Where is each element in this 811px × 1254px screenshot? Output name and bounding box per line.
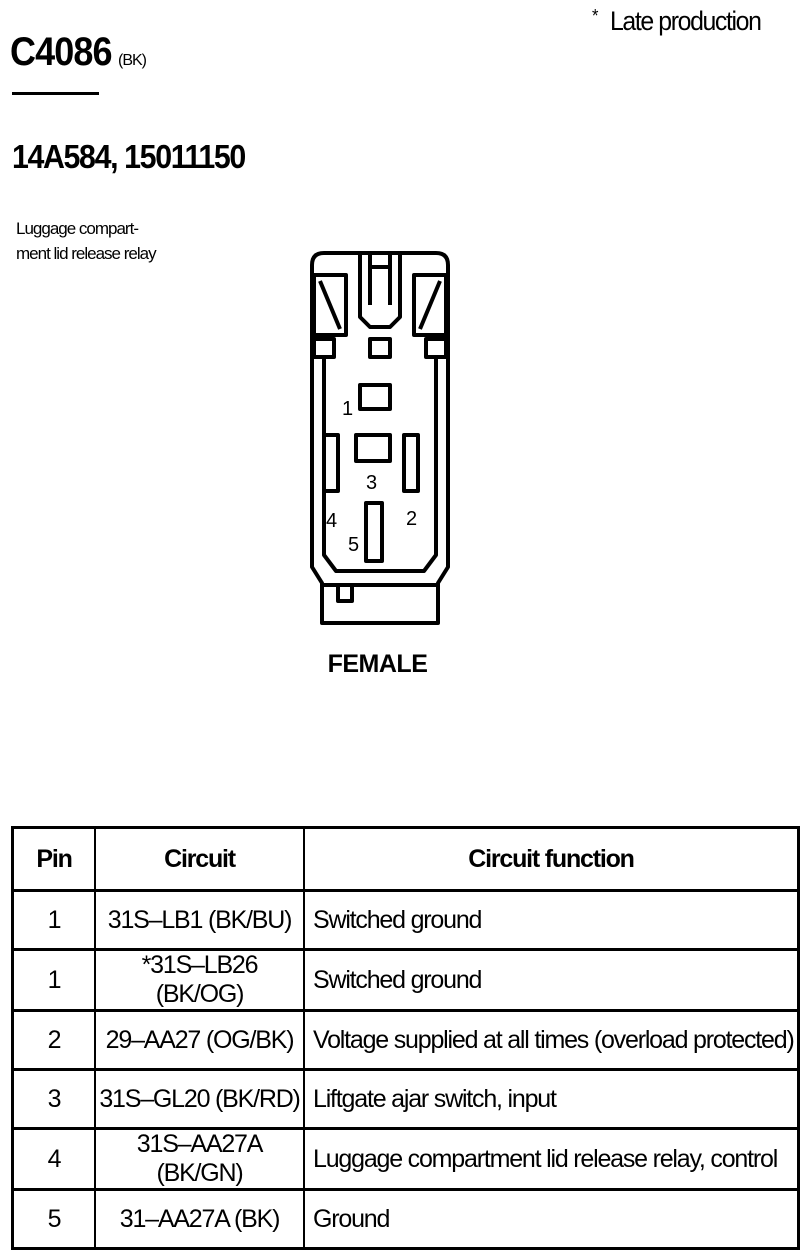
function-cell: Luggage compartment lid release relay, c… — [303, 1127, 800, 1191]
pin-cell: 3 — [11, 1068, 96, 1130]
function-cell: Switched ground — [303, 889, 800, 951]
connector-id: C4086 — [10, 30, 112, 74]
circuit-cell: 29–AA27 (OG/BK) — [94, 1009, 305, 1071]
table-row: 2 29–AA27 (OG/BK) Voltage supplied at al… — [11, 1009, 800, 1071]
terminal-cavity-5 — [364, 501, 384, 563]
function-cell: Ground — [303, 1188, 800, 1250]
circuit-cell: *31S–LB26 (BK/OG) — [94, 948, 305, 1012]
circuit-cell: 31–AA27A (BK) — [94, 1188, 305, 1250]
view-label-text: FEMALE — [327, 650, 428, 678]
pin-cell: 1 — [11, 889, 96, 951]
table-row: 1 31S–LB1 (BK/BU) Switched ground — [11, 889, 800, 951]
component-description: Luggage compart-ment lid release relay — [16, 219, 157, 263]
pin-label-2: 2 — [406, 508, 417, 530]
header-pin: Pin — [11, 826, 96, 892]
terminal-cavity-2 — [402, 433, 420, 493]
connector-right-lock — [412, 273, 448, 337]
terminal-cavity-3 — [354, 433, 392, 463]
table-row: 3 31S–GL20 (BK/RD) Liftgate ajar switch,… — [11, 1068, 800, 1130]
key-slot-right — [424, 337, 448, 359]
pin-cell: 4 — [11, 1127, 96, 1191]
note-marker: * — [592, 6, 598, 26]
view-label: FEMALE — [0, 650, 755, 679]
connector-latch — [358, 253, 402, 329]
note-text: Late production — [609, 6, 762, 36]
pin-cell: 2 — [11, 1009, 96, 1071]
connector-left-lock — [312, 273, 348, 337]
circuit-cell: 31S–LB1 (BK/BU) — [94, 889, 305, 951]
pin-table-header: Pin Circuit Circuit function — [11, 826, 800, 892]
table-row: 5 31–AA27A (BK) Ground — [11, 1188, 800, 1250]
key-slot-left — [312, 337, 336, 359]
key-slot-center — [368, 337, 392, 359]
pin-label-5: 5 — [348, 534, 359, 556]
table-row: 1 *31S–LB26 (BK/OG) Switched ground — [11, 948, 800, 1012]
connector-bottom-lock — [322, 583, 438, 603]
pin-label-4: 4 — [326, 510, 337, 532]
terminal-cavity-4 — [322, 433, 340, 493]
function-cell: Voltage supplied at all times (overload … — [303, 1009, 800, 1071]
header-circuit-function: Circuit function — [303, 826, 800, 892]
pin-label-1: 1 — [342, 398, 353, 420]
part-numbers: 14A584, 15011150 — [12, 138, 246, 175]
circuit-cell: 31S–AA27A (BK/GN) — [94, 1127, 305, 1191]
circuit-cell: 31S–GL20 (BK/RD) — [94, 1068, 305, 1130]
production-note: * Late production — [592, 6, 762, 37]
header-circuit: Circuit — [94, 826, 305, 892]
connector-id-underline — [12, 92, 99, 95]
pin-table: Pin Circuit Circuit function 1 31S–LB1 (… — [11, 826, 800, 1250]
connector-color: (BK) — [118, 52, 147, 69]
function-cell: Liftgate ajar switch, input — [303, 1068, 800, 1130]
connector-inner-body — [322, 357, 438, 573]
pin-label-3: 3 — [366, 472, 377, 494]
function-cell: Switched ground — [303, 948, 800, 1012]
terminal-cavity-1 — [358, 383, 392, 411]
table-row: 4 31S–AA27A (BK/GN) Luggage compartment … — [11, 1127, 800, 1191]
connector-housing-outline — [310, 251, 450, 625]
pin-cell: 5 — [11, 1188, 96, 1250]
connector-face-diagram: 1 2 3 4 5 — [310, 251, 450, 625]
pin-cell: 1 — [11, 948, 96, 1012]
